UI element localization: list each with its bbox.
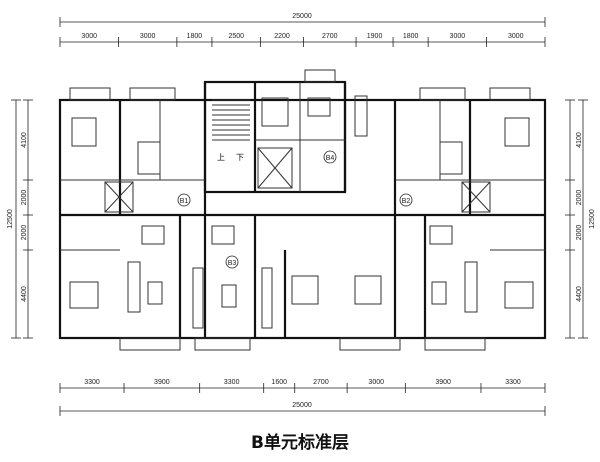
right-dim-1: 2000: [576, 190, 583, 206]
bottom-dim-4: 2700: [313, 379, 329, 386]
stair-up-label: 上: [217, 153, 225, 162]
left-total-dim: 12500: [7, 209, 14, 229]
right-dim-0: 4100: [576, 132, 583, 148]
left-dim-1: 2000: [21, 190, 28, 206]
right-dim-3: 4400: [576, 286, 583, 302]
unit-tag-b1: B1: [180, 198, 189, 205]
bottom-dim-7: 3300: [505, 379, 521, 386]
top-dim-8: 3000: [450, 33, 466, 40]
unit-tag-b2: B2: [402, 198, 411, 205]
bottom-total-dim: 25000: [292, 402, 312, 409]
top-dim-3: 2500: [228, 33, 244, 40]
bottom-dim-6: 3900: [435, 379, 451, 386]
drawing-caption: B单元标准层: [251, 433, 349, 453]
bottom-dim-3: 1600: [271, 379, 287, 386]
left-dim-0: 4100: [21, 132, 28, 148]
unit-tag-b4: B4: [326, 155, 335, 162]
unit-tag-b3: B3: [228, 260, 237, 267]
top-dim-9: 3000: [508, 33, 524, 40]
top-dim-2: 1800: [187, 33, 203, 40]
top-total-dim: 25000: [292, 13, 312, 20]
left-dim-2: 2000: [21, 225, 28, 241]
bottom-dim-0: 3300: [84, 379, 100, 386]
top-dim-5: 2700: [322, 33, 338, 40]
bottom-dim-5: 3000: [368, 379, 384, 386]
bottom-dim-2: 3300: [224, 379, 240, 386]
top-dim-4: 2200: [274, 33, 290, 40]
top-dim-0: 3000: [81, 33, 97, 40]
right-total-dim: 12500: [589, 209, 596, 229]
stair-down-label: 下: [236, 153, 244, 162]
top-dim-1: 3000: [140, 33, 156, 40]
bottom-dim-1: 3900: [154, 379, 170, 386]
top-dim-6: 1900: [367, 33, 383, 40]
right-dim-2: 2000: [576, 225, 583, 241]
top-dim-7: 1800: [403, 33, 419, 40]
left-dim-3: 4400: [21, 286, 28, 302]
